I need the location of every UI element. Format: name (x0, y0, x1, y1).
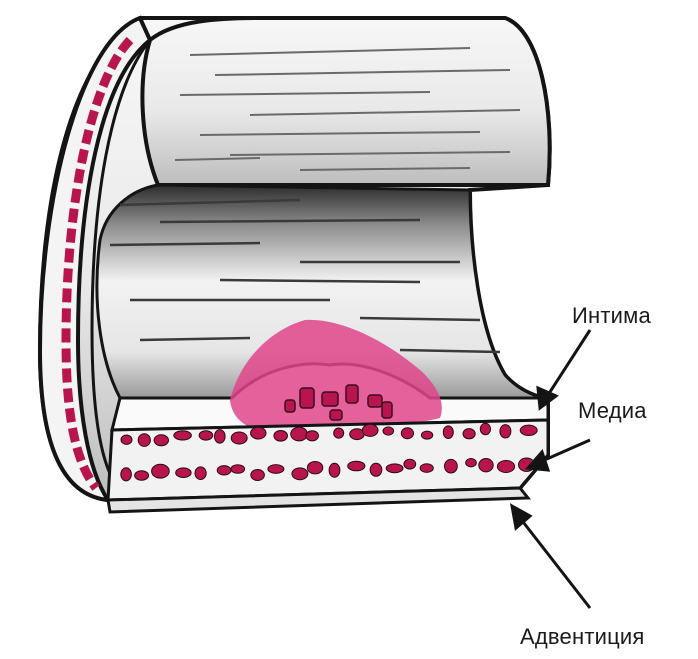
media-cell (520, 425, 537, 435)
media-cell (404, 459, 416, 469)
media-cell (215, 430, 226, 444)
media-cell (176, 468, 191, 478)
media-cell (401, 428, 413, 439)
media-cell (500, 425, 511, 438)
media-cell (138, 434, 150, 447)
media-cell (329, 463, 340, 477)
media-cell (154, 435, 168, 446)
media-cell (370, 463, 382, 476)
media-cell (497, 461, 514, 473)
media-cell (480, 423, 490, 435)
vessel-top-surface (142, 18, 549, 185)
media-cell (362, 424, 378, 436)
media-label: Медиа (578, 398, 647, 423)
media-cell (466, 459, 477, 467)
media-cell (421, 431, 432, 439)
adventitia-label: Адвентиция (520, 624, 645, 649)
media-cell (135, 471, 149, 480)
media-cell (479, 459, 493, 472)
intima-label: Интима (572, 303, 651, 328)
media-cell (463, 429, 475, 439)
media-cell (152, 464, 170, 478)
media-cell (420, 464, 433, 473)
media-cell (383, 427, 394, 435)
intima-arrow (538, 330, 590, 408)
media-cell (121, 468, 132, 481)
media-cell (334, 428, 344, 438)
media-cell (231, 465, 245, 474)
media-cell (348, 461, 365, 471)
media-cell (274, 431, 288, 442)
media-cell (386, 464, 403, 473)
media-cell (231, 432, 247, 444)
media-cell (307, 462, 322, 474)
media-cell (445, 459, 458, 473)
media-cell (443, 426, 453, 439)
media-cell (121, 435, 132, 444)
adventitia-arrow (512, 506, 590, 608)
media-cell (217, 466, 231, 475)
media-cell (268, 465, 284, 474)
media-cell (291, 427, 308, 441)
media-cell (251, 427, 266, 439)
media-cell (195, 467, 206, 480)
media-cell (306, 431, 319, 441)
media-cell (251, 470, 265, 481)
media-cell (292, 468, 308, 480)
media-cell (199, 431, 213, 440)
media-cell (174, 431, 192, 440)
